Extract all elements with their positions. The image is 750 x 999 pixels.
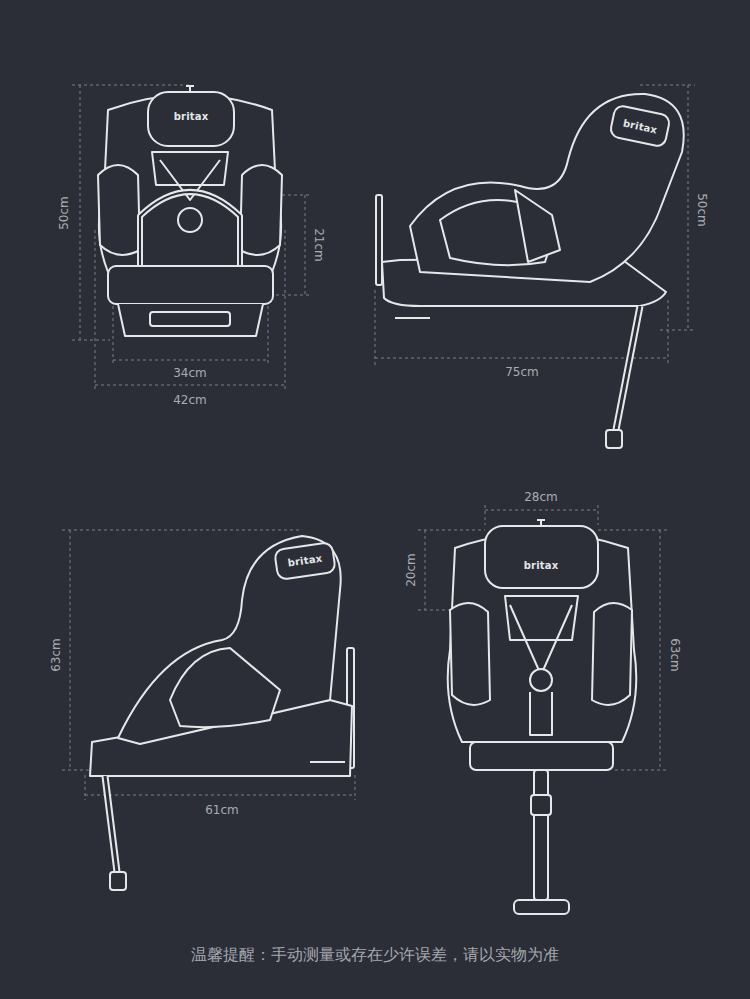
dimension-label: 42cm: [171, 393, 209, 407]
dimension-label: 63cm: [49, 636, 63, 674]
brand-logo: britax: [522, 559, 561, 573]
seat-drawings: [90, 86, 684, 914]
dimension-label: 75cm: [503, 365, 541, 379]
dimension-label: 50cm: [57, 194, 71, 232]
dimension-label: 50cm: [695, 191, 709, 229]
dimension-label: 63cm: [668, 636, 682, 674]
brand-logo: britax: [172, 110, 211, 124]
dimension-lines: [62, 85, 695, 800]
dimension-label: 61cm: [203, 803, 241, 817]
dimension-label: 21cm: [312, 226, 326, 264]
note-caption: 温馨提醒：手动测量或存在少许误差，请以实物为准: [191, 945, 559, 966]
dimension-label: 28cm: [522, 490, 560, 504]
dimension-label: 34cm: [171, 366, 209, 380]
dimension-label: 20cm: [404, 551, 418, 589]
